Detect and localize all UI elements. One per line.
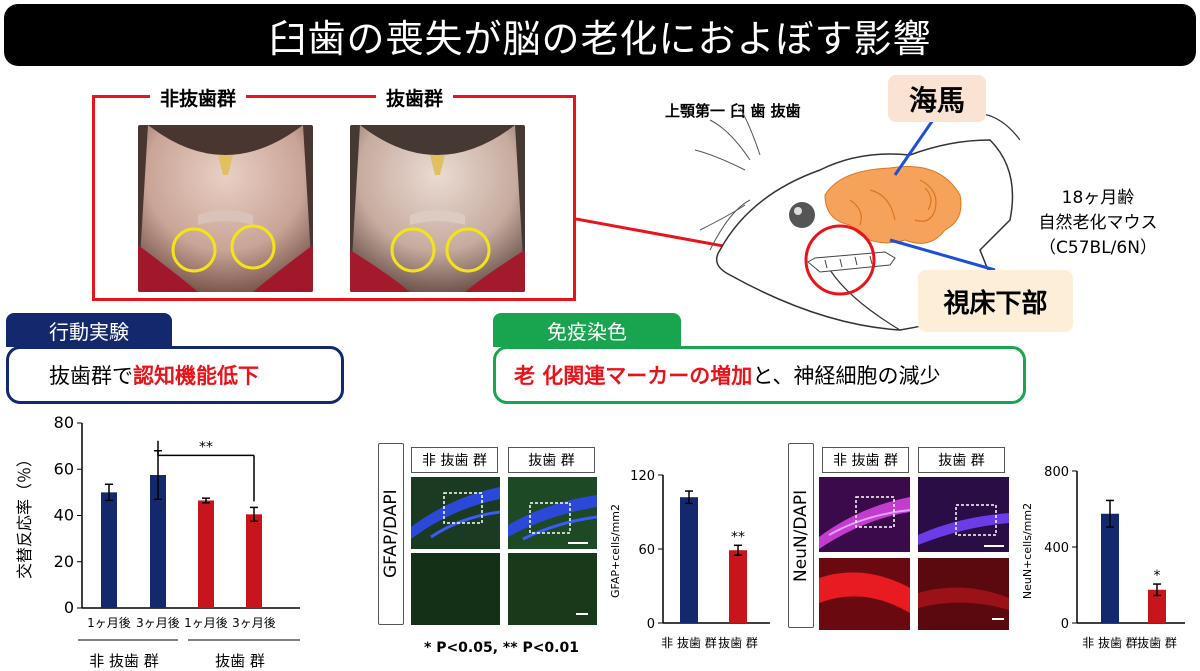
significance-marker: ** bbox=[731, 529, 745, 545]
category-label: 3ヶ月後 bbox=[232, 616, 276, 630]
immuno-summary: 老 化関連マーカーの増加と、神経細胞の減少 bbox=[493, 346, 1026, 404]
bar-2 bbox=[729, 550, 747, 623]
y-tick-label: 120 bbox=[630, 469, 655, 484]
hypothalamus-label: 視床下部 bbox=[918, 270, 1073, 332]
bar-2 bbox=[150, 475, 166, 608]
behavior-group-label-1: 非 抜歯 群 bbox=[89, 652, 159, 670]
neun-chart: 0 400 800 非 抜歯 群抜歯 群 NeuN+cells/mm2 * bbox=[1021, 465, 1185, 650]
gfap-image-non-extraction-high bbox=[411, 553, 500, 625]
neun-image-extraction-low bbox=[918, 477, 1009, 552]
y-tick-label: 40 bbox=[54, 506, 74, 525]
neun-image-extraction-high bbox=[918, 558, 1009, 630]
behavior-chart: 0 20 40 60 80 1ヶ月後 3ヶ月後 1ヶ月後 3ヶ月後 交替反応率（％） ** bbox=[15, 413, 300, 641]
significance-note: * P<0.05, ** P<0.01 bbox=[424, 640, 579, 656]
y-tick-label: 800 bbox=[1044, 465, 1069, 480]
tab-immunostaining: 免疫染色 bbox=[493, 313, 681, 347]
y-tick-label: 0 bbox=[64, 598, 74, 617]
photo-label-non-extraction: 非抜歯群 bbox=[150, 84, 247, 111]
photo-frame bbox=[92, 95, 576, 301]
mouse-palate-photo-non-extraction bbox=[138, 125, 313, 292]
gfap-col-label-2: 抜歯 群 bbox=[508, 447, 595, 473]
bar-2 bbox=[1148, 589, 1166, 623]
y-tick-label: 0 bbox=[647, 617, 655, 632]
page-title: 臼歯の喪失が脳の老化におよぼす影響 bbox=[4, 4, 1196, 66]
category-label: 非 抜歯 群 bbox=[1082, 636, 1138, 650]
bar-4 bbox=[246, 514, 262, 608]
mouse-model-label: 18ヶ月齢 自然老化マウス （C57BL/6N） bbox=[1038, 188, 1158, 258]
neun-side-label: NeuN/DAPI bbox=[788, 443, 814, 628]
tab-behavior: 行動実験 bbox=[6, 313, 172, 347]
gfap-col-label-1: 非 抜歯 群 bbox=[411, 447, 498, 473]
y-tick-label: 400 bbox=[1044, 541, 1069, 556]
photo-label-extraction: 抜歯群 bbox=[376, 84, 454, 111]
gfap-image-extraction-low bbox=[508, 477, 597, 549]
y-tick-label: 60 bbox=[54, 459, 74, 478]
y-axis-label: 交替反応率（％） bbox=[15, 451, 34, 579]
y-tick-label: 20 bbox=[54, 552, 74, 571]
y-tick-label: 80 bbox=[54, 413, 74, 432]
gfap-image-extraction-high bbox=[508, 553, 597, 625]
gfap-side-label: GFAP/DAPI bbox=[378, 443, 404, 625]
neun-image-non-extraction-high bbox=[819, 558, 910, 630]
neun-col-label-1: 非 抜歯 群 bbox=[822, 447, 909, 473]
category-label: 抜歯 群 bbox=[1137, 636, 1177, 650]
gfap-image-non-extraction-low bbox=[411, 477, 500, 549]
y-axis-label: GFAP+cells/mm2 bbox=[609, 504, 622, 598]
hippocampus-label: 海馬 bbox=[888, 75, 986, 122]
significance-marker: * bbox=[1154, 568, 1161, 584]
bar-3 bbox=[198, 500, 214, 608]
neun-col-label-2: 抜歯 群 bbox=[918, 447, 1005, 473]
bar-1 bbox=[680, 497, 698, 623]
significance-marker: ** bbox=[199, 439, 213, 455]
gfap-chart: 0 60 120 非 抜歯 群抜歯 群 GFAP+cells/mm2 ** bbox=[609, 469, 770, 650]
category-label: 1ヶ月後 bbox=[87, 616, 131, 630]
behavior-group-label-2: 抜歯 群 bbox=[215, 652, 265, 670]
bar-1 bbox=[1101, 513, 1119, 623]
y-axis-label: NeuN+cells/mm2 bbox=[1021, 503, 1034, 599]
procedure-label: 上顎第一 臼 歯 抜歯 bbox=[665, 102, 801, 120]
behavior-summary: 抜歯群で認知機能低下 bbox=[6, 346, 344, 404]
y-tick-label: 0 bbox=[1061, 617, 1069, 632]
mouse-palate-photo-extraction bbox=[350, 125, 525, 292]
neun-image-non-extraction-low bbox=[819, 477, 910, 552]
category-label: 1ヶ月後 bbox=[184, 616, 228, 630]
y-tick-label: 60 bbox=[638, 543, 655, 558]
category-label: 3ヶ月後 bbox=[136, 616, 180, 630]
category-label: 抜歯 群 bbox=[718, 636, 758, 650]
category-label: 非 抜歯 群 bbox=[661, 636, 717, 650]
bar-1 bbox=[101, 492, 117, 608]
